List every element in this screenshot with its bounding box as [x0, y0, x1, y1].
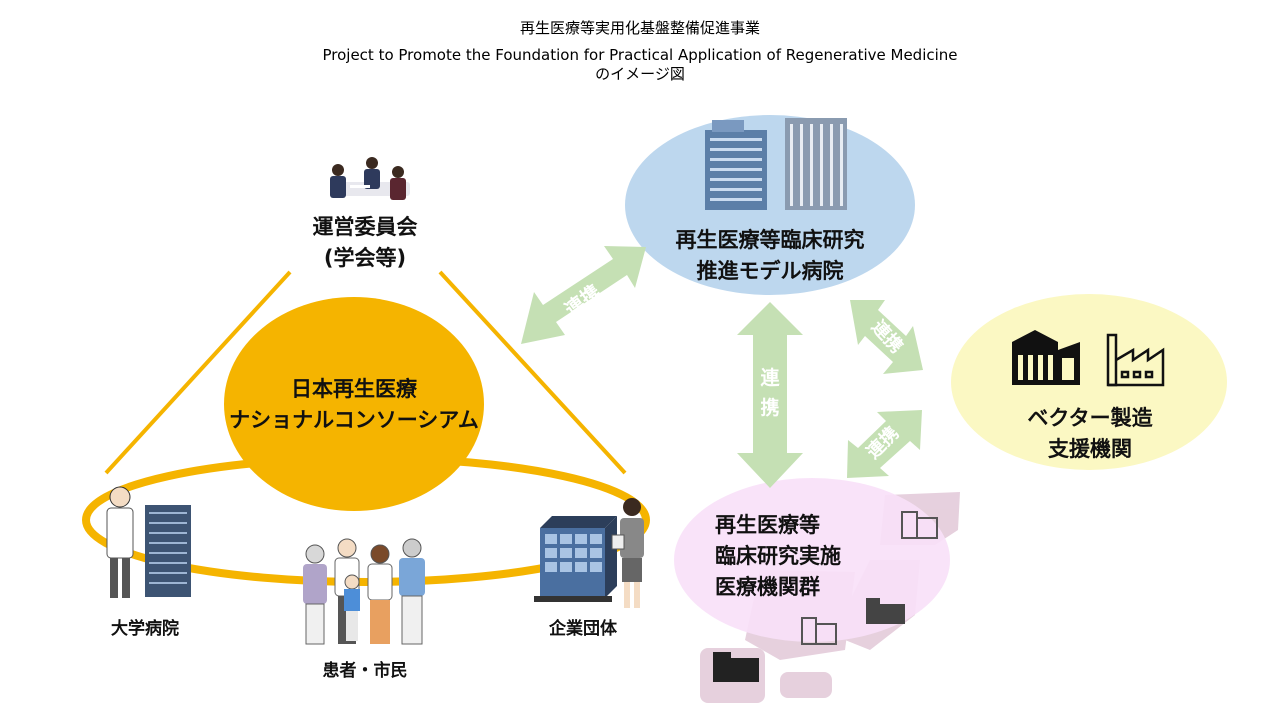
page-title: 再生医療等実用化基盤整備促進事業: [519, 19, 760, 37]
consortium-label-line1: 日本再生医療: [291, 377, 417, 401]
hospital-buildings-icon: [705, 118, 847, 210]
steering-committee-label-line1: 運営委員会: [312, 215, 418, 239]
steering-committee-label-line2: (学会等): [323, 246, 407, 270]
triangle-lines: [104, 270, 627, 475]
institutions-label-line3: 医療機関群: [715, 575, 820, 599]
link-arrow-institutions-vector: [847, 410, 922, 478]
model-hospital-label-line2: 推進モデル病院: [696, 259, 844, 283]
doctor-icon: [106, 486, 134, 598]
factory-building-icon: [1012, 330, 1080, 385]
building-small-icon-2: [866, 598, 905, 624]
steering-committee-label: 運営委員会 (学会等): [280, 212, 450, 274]
university-hospital-label: 大学病院: [111, 619, 179, 639]
institutions-label-line2: 臨床研究実施: [715, 544, 841, 568]
companies-label: 企業団体: [549, 619, 617, 639]
page-subtitle-suffix: のイメージ図: [595, 65, 685, 83]
page-subtitle-en: Project to Promote the Foundation for Pr…: [322, 46, 958, 64]
model-hospital-label: 再生医療等臨床研究 推進モデル病院: [650, 225, 890, 287]
institutions-label: 再生医療等 臨床研究実施 医療機関群: [715, 510, 865, 603]
link-label-model-institutions-2: 携: [760, 396, 779, 419]
link-arrow-consortium-model: [521, 246, 646, 344]
building-small-icon-4: [713, 652, 759, 682]
consortium-circle: [224, 297, 484, 511]
businesswoman-icon: [611, 498, 644, 608]
vector-support-label-line2: 支援機関: [1048, 437, 1132, 461]
university-hospital-building-icon: [145, 505, 191, 597]
building-small-icon-1: [901, 511, 938, 539]
vector-support-label: ベクター製造 支援機関: [1005, 403, 1175, 465]
link-label-model-institutions-1: 連: [760, 366, 780, 389]
model-hospital-label-line1: 再生医療等臨床研究: [675, 228, 865, 252]
meeting-people-icon: [330, 157, 410, 200]
factory-chimney-icon: [1106, 333, 1165, 387]
family-icon: [303, 538, 425, 645]
consortium-label-line2: ナショナルコンソーシアム: [229, 408, 479, 432]
link-arrow-model-vector: [850, 300, 923, 374]
vector-support-label-line1: ベクター製造: [1027, 406, 1153, 430]
institutions-ellipse: [674, 478, 950, 642]
institutions-label-line1: 再生医療等: [715, 513, 820, 537]
patients-citizens-label: 患者・市民: [322, 661, 408, 681]
company-building-icon: [534, 516, 617, 602]
building-small-icon-3: [801, 617, 837, 645]
consortium-label: 日本再生医療 ナショナルコンソーシアム: [224, 374, 484, 436]
link-arrow-model-institutions: [737, 302, 803, 488]
